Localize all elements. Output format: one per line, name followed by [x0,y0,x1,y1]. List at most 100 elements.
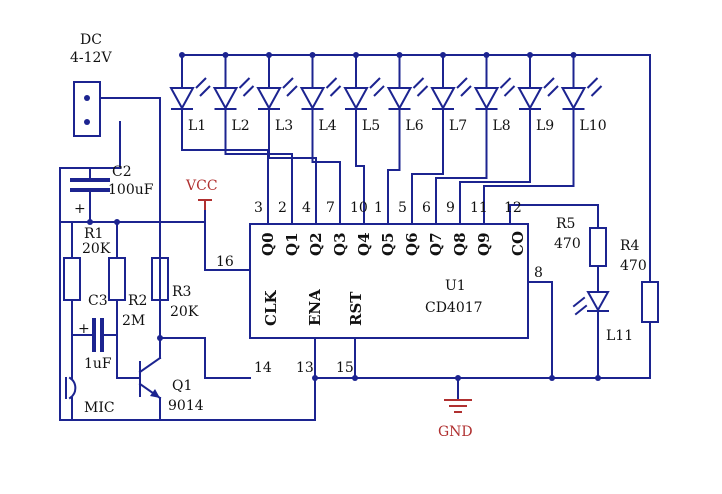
dc-jack-body [73,81,101,137]
junction-dot [549,375,555,381]
capacitor-c2 [70,178,110,192]
led-l10-ray-1 [586,77,599,89]
led-l9-ray-2 [547,85,559,97]
resistor-r2-body [108,257,126,301]
junction-dot [353,52,359,58]
ic-pin-number: 10 [350,200,368,216]
ic-pin-q4-label: Q4 [355,232,373,256]
led-l5-triangle [343,87,369,111]
r1-name-label: R1 [84,226,103,242]
junction-dot [222,52,229,58]
led-l2-triangle [212,87,239,111]
ic-pin-number: 12 [504,200,522,216]
r2-value-label: 2M [122,313,145,329]
r3-name-label: R3 [172,284,191,300]
junction-dot [396,52,403,58]
r4-value-label: 470 [620,258,647,274]
r5-value-label: 470 [554,236,581,252]
pin14-label: 14 [254,360,272,376]
led-l8-ray-1 [499,77,512,89]
pin16-label: 16 [216,254,234,270]
c3-plate-left [92,318,96,352]
led-l10-ray-2 [590,85,603,97]
led-l2-ray-2 [242,85,255,97]
led-l7-to-q6-wire [411,109,444,224]
led-l1-ray-1 [195,77,207,89]
led-l2-ray-1 [238,77,251,89]
c3-plus-sign: + [78,321,90,337]
led-l9-ray-1 [543,77,555,89]
led-l3-to-q2-wire [268,109,317,224]
led-l5-to-q4-wire [355,109,365,224]
junction-dot [570,52,577,58]
dc-jack-pin-positive [84,95,90,101]
junction-dot [179,52,185,58]
resistor-r1-body [63,257,81,301]
ic-name-label: U1 [445,278,466,294]
r4-name-label: R4 [620,238,640,254]
led-label: L8 [493,118,511,134]
ground-symbol [444,399,472,413]
junction-dot [87,219,93,225]
dc-jack [73,81,101,137]
c3-name-label: C3 [88,293,108,309]
q1-model-label: 9014 [168,398,204,414]
led-l7-ray-2 [460,85,472,97]
led-l4-ray-2 [329,85,342,97]
ic-pin-q9-label: Q9 [475,232,493,256]
led-l2-to-q1-wire [224,109,293,224]
led-l7-triangle [430,87,456,111]
ic-pin-number: 4 [302,200,311,216]
led-l7-ray-1 [456,77,468,89]
led-l11 [572,291,610,316]
led-label: L10 [580,118,607,134]
l11-label: L11 [606,328,633,344]
ic-model-label: CD4017 [425,300,483,316]
ic-pin-number: 6 [422,200,431,216]
led-label: L9 [536,118,554,134]
led-label: L5 [362,118,380,134]
junction-dot [455,375,461,381]
mic-shell [68,376,77,400]
pin13-label: 13 [296,360,314,376]
dc-voltage-label: 4-12V [70,50,112,66]
dc-jack-pin-negative [84,119,90,125]
q1-name-label: Q1 [172,378,192,394]
led-l3-ray-1 [282,77,294,89]
q1-collector-line [138,356,162,374]
ic-pin-number: 3 [254,200,263,216]
c2-plus-sign: + [74,201,86,217]
led-label: L6 [406,118,424,134]
ic-pin-q0-label: Q0 [259,232,277,256]
dc-label: DC [80,32,102,48]
junction-dot [352,375,358,381]
c2-plate-bottom [70,188,110,192]
mic-label: MIC [84,400,115,416]
ic-pin-number: 9 [446,200,455,216]
co-to-r5-wire [509,204,599,229]
junction-dot [157,335,163,341]
junction-dot [309,52,316,58]
gnd-label: GND [438,424,473,440]
led-l6-triangle [386,87,413,111]
led-label: L1 [188,118,206,134]
led-l6-ray-1 [412,77,425,89]
ic-pin-q5-label: Q5 [379,232,397,256]
r2-name-label: R2 [128,293,147,309]
led-l3-triangle [256,87,282,111]
led-label: L3 [275,118,293,134]
led-l9-to-q8-wire [459,109,531,224]
junction-dot [266,52,272,58]
led-l6-to-q5-wire [387,109,401,224]
resistor-r3-body [151,257,169,301]
junction-dot [595,375,601,381]
pin15-label: 15 [336,360,354,376]
led-l4-ray-1 [325,77,338,89]
microphone [65,376,77,400]
led-l4-triangle [299,87,326,111]
r5-name-label: R5 [556,216,575,232]
led-l5-ray-1 [369,77,381,89]
